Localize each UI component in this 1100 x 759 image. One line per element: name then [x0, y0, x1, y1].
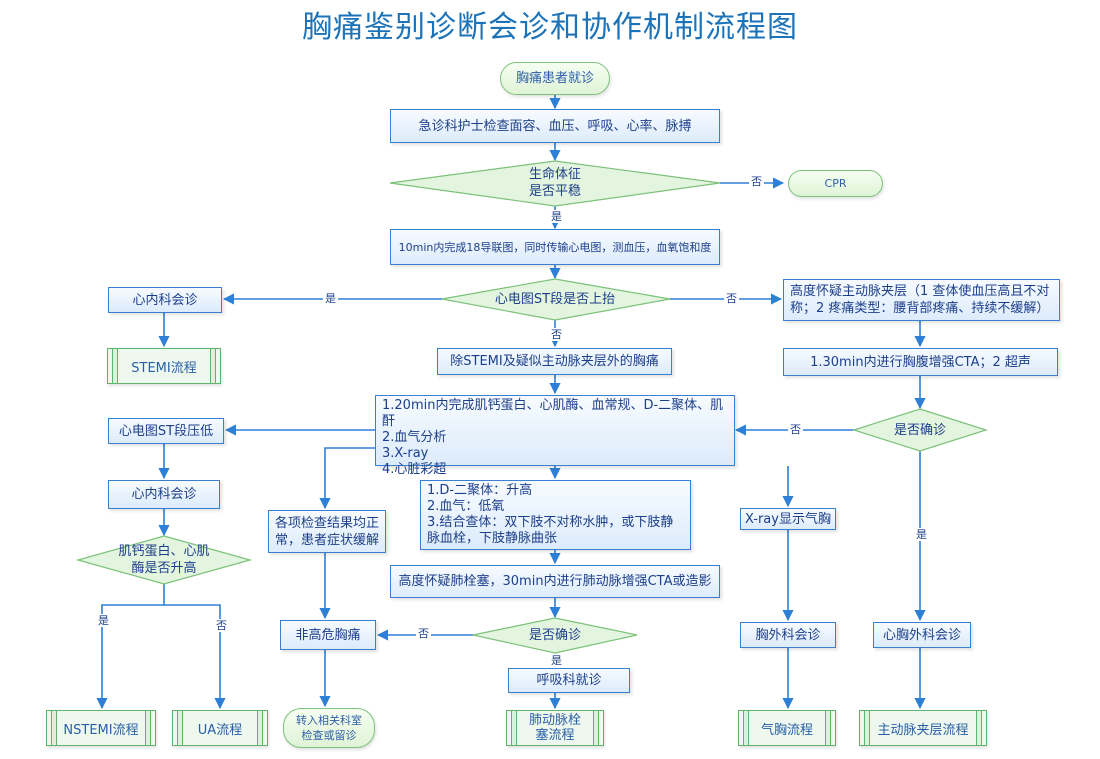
- suspect-dissection-box: 高度怀疑主动脉夹层（1 查体使血压高且不对称；2 疼痛类型：腰背部疼痛、持续不缓…: [783, 279, 1060, 321]
- nstemi-label: NSTEMI流程: [63, 722, 139, 738]
- decision-troponin: [75, 535, 253, 585]
- troponin-line1: 肌钙蛋白、心肌: [118, 544, 210, 559]
- cardiology-consult-top: 心内科会诊: [108, 287, 222, 313]
- tests-item-3: 3.X-ray: [382, 446, 429, 461]
- xray-pneumothorax-label: X-ray显示气胸: [745, 511, 831, 527]
- vital-signs-line1: 生命体征: [528, 167, 581, 182]
- dissection-confirm-text: 是否确诊: [893, 422, 946, 438]
- edge-label-st-down-no: 否: [549, 328, 564, 341]
- troponin-label: 肌钙蛋白、心肌 酶是否升高: [94, 542, 234, 578]
- nurse-check-box: 急诊科护士检查面容、血压、呼吸、心率、脉搏: [390, 109, 720, 143]
- tests-20min-box: 1.20min内完成肌钙蛋白、心肌酶、血常规、D-二聚体、肌酐 2.血气分析 3…: [375, 395, 735, 477]
- ecg-10min-box: 10min内完成18导联图，同时传输心电图，测血压，血氧饱和度: [390, 229, 720, 265]
- edge-label-troponin-no: 否: [214, 619, 229, 632]
- nurse-check-label: 急诊科护士检查面容、血压、呼吸、心率、脉搏: [418, 118, 692, 134]
- edge-label-pe-no: 否: [416, 627, 431, 640]
- pneumothorax-label: 气胸流程: [760, 722, 813, 738]
- edge-label-vitals-yes: 是: [549, 210, 564, 223]
- cardiology-consult-mid-label: 心内科会诊: [131, 487, 197, 502]
- ua-label: UA流程: [197, 722, 243, 738]
- dissection-flow-terminal: 主动脉夹层流程: [859, 710, 987, 746]
- cardiothoracic-surgery-label: 心胸外科会诊: [882, 627, 961, 643]
- stemi-terminal: STEMI流程: [107, 348, 221, 384]
- pe-finding-1: 1.D-二聚体：升高: [427, 483, 533, 498]
- nstemi-terminal: NSTEMI流程: [46, 710, 156, 746]
- pneumothorax-terminal: 气胸流程: [738, 710, 836, 746]
- pe-finding-2: 2.血气：低氧: [427, 499, 505, 514]
- decision-st-elevation: [441, 278, 671, 321]
- edge-troponin-yes: [96, 584, 165, 710]
- stemi-label: STEMI流程: [131, 360, 197, 376]
- st-depression-box: 心电图ST段压低: [108, 418, 224, 444]
- decision-vitals: [389, 160, 721, 207]
- cardiothoracic-surgery-box: 心胸外科会诊: [873, 622, 971, 648]
- cpr-node: CPR: [788, 170, 883, 197]
- normal-results-box: 各项检查结果均正常，患者症状缓解: [268, 510, 386, 553]
- st-elevation-label: 心电图ST段是否上抬: [470, 290, 640, 308]
- edge-label-troponin-yes: 是: [96, 614, 111, 627]
- xray-pneumothorax-box: X-ray显示气胸: [740, 508, 836, 530]
- suspect-dissection-label: 高度怀疑主动脉夹层（1 查体使血压高且不对称；2 疼痛类型：腰背部疼痛、持续不缓…: [790, 284, 1050, 316]
- edge-troponin-no: [164, 604, 226, 710]
- thoracic-surgery-box: 胸外科会诊: [740, 622, 836, 648]
- edge-label-st-no: 否: [724, 292, 739, 305]
- vital-signs-line2: 是否平稳: [528, 184, 581, 199]
- cta-30min-box: 1.30min内进行胸腹增强CTA；2 超声: [783, 348, 1058, 376]
- dissection-confirm-label: 是否确诊: [870, 421, 970, 439]
- vital-signs-label: 生命体征 是否平稳: [480, 165, 630, 201]
- transfer-line2: 检查或留诊: [301, 729, 357, 742]
- dissection-flow-label: 主动脉夹层流程: [877, 722, 969, 738]
- transfer-node: 转入相关科室 检查或留诊: [283, 708, 375, 748]
- edge-label-confirm-no: 否: [788, 423, 803, 436]
- pe-confirm-text: 是否确诊: [528, 627, 581, 643]
- pe-confirm-label: 是否确诊: [505, 626, 605, 644]
- tests-item-2: 2.血气分析: [382, 430, 447, 445]
- start-node: 胸痛患者就诊: [500, 62, 610, 95]
- pe-finding-3: 3.结合查体：双下肢不对称水肿，或下肢静脉血栓，下肢静脉曲张: [427, 515, 674, 546]
- normal-results-label: 各项检查结果均正常，患者症状缓解: [275, 515, 380, 548]
- transfer-line1: 转入相关科室: [296, 714, 362, 727]
- st-depression-label: 心电图ST段压低: [118, 423, 214, 439]
- pe-flow-terminal: 肺动脉栓 塞流程: [506, 710, 604, 746]
- decision-pe-confirm: [472, 617, 638, 654]
- other-chest-pain-box: 除STEMI及疑似主动脉夹层外的胸痛: [437, 348, 672, 375]
- decision-dissection-confirm: [852, 408, 988, 452]
- st-elevation-text: 心电图ST段是否上抬: [494, 291, 616, 307]
- start-node-label: 胸痛患者就诊: [515, 71, 594, 86]
- tests-item-1: 1.20min内完成肌钙蛋白、心肌酶、血常规、D-二聚体、肌酐: [382, 398, 724, 429]
- cpr-label: CPR: [824, 177, 847, 190]
- thoracic-surgery-label: 胸外科会诊: [755, 627, 821, 643]
- edge-tests-to-normal: [319, 447, 375, 510]
- edge-label-vitals-no: 否: [749, 175, 764, 188]
- respiratory-consult-box: 呼吸科就诊: [508, 668, 630, 693]
- page-title: 胸痛鉴别诊断会诊和协作机制流程图: [302, 10, 798, 45]
- suspect-pe-box: 高度怀疑肺栓塞，30min内进行肺动脉增强CTA或造影: [390, 565, 720, 598]
- non-high-risk-label: 非高危胸痛: [295, 627, 361, 643]
- suspect-pe-label: 高度怀疑肺栓塞，30min内进行肺动脉增强CTA或造影: [398, 574, 712, 589]
- other-chest-pain-label: 除STEMI及疑似主动脉夹层外的胸痛: [450, 354, 659, 369]
- tests-item-4: 4.心脏彩超: [382, 462, 447, 477]
- respiratory-consult-label: 呼吸科就诊: [536, 673, 602, 688]
- cardiology-consult-top-label: 心内科会诊: [132, 292, 198, 308]
- cardiology-consult-mid: 心内科会诊: [108, 480, 220, 509]
- pe-flow-line2: 塞流程: [535, 728, 575, 743]
- edge-label-pe-yes: 是: [549, 654, 564, 667]
- ua-terminal: UA流程: [172, 710, 268, 746]
- pe-findings-box: 1.D-二聚体：升高 2.血气：低氧 3.结合查体：双下肢不对称水肿，或下肢静脉…: [420, 480, 691, 550]
- edge-label-st-yes: 是: [323, 292, 338, 305]
- pe-flow-line1: 肺动脉栓: [528, 713, 581, 728]
- cta-30min-label: 1.30min内进行胸腹增强CTA；2 超声: [810, 354, 1031, 370]
- edge-label-confirm-yes: 是: [914, 528, 929, 541]
- non-high-risk-box: 非高危胸痛: [280, 620, 376, 650]
- troponin-line2: 酶是否升高: [131, 561, 197, 576]
- ecg-10min-label: 10min内完成18导联图，同时传输心电图，测血压，血氧饱和度: [398, 240, 712, 254]
